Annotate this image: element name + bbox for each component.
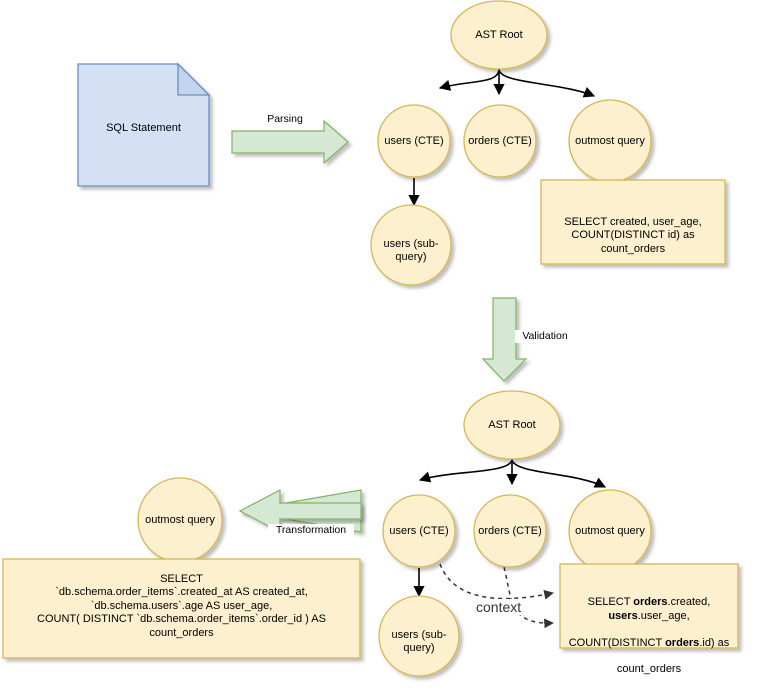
stage2-users-cte-node[interactable]: [382, 494, 456, 568]
stage1-tree-edges: [408, 68, 596, 207]
stage3-outmost-query-node[interactable]: [137, 477, 223, 563]
stage1-users-cte-node[interactable]: [377, 104, 451, 178]
transformation-arrow-body: [238, 489, 362, 533]
validation-arrow-shape: [481, 297, 528, 382]
stage1-orders-cte-node[interactable]: [463, 104, 537, 178]
stage2-orders-cte-node[interactable]: [473, 494, 547, 568]
stage2-tree-edges: [413, 458, 607, 598]
stage1-ast-root-node[interactable]: [450, 0, 548, 70]
stage1-sql-box-shape[interactable]: [540, 179, 726, 265]
parsing-arrow-shape: [231, 119, 349, 165]
stage3-sql-box-shape[interactable]: [2, 558, 361, 659]
stage2-ast-root-node[interactable]: [463, 390, 561, 460]
sql-statement-document[interactable]: [77, 62, 211, 187]
stage2-users-subquery-node[interactable]: [378, 595, 460, 677]
stage1-outmost-query-node[interactable]: [568, 99, 652, 183]
stage2-sql-box-shape[interactable]: [559, 563, 739, 649]
stage1-users-subquery-node[interactable]: [370, 204, 452, 286]
context-edge-label: context: [474, 599, 524, 615]
stage2-outmost-query-node[interactable]: [568, 489, 652, 573]
